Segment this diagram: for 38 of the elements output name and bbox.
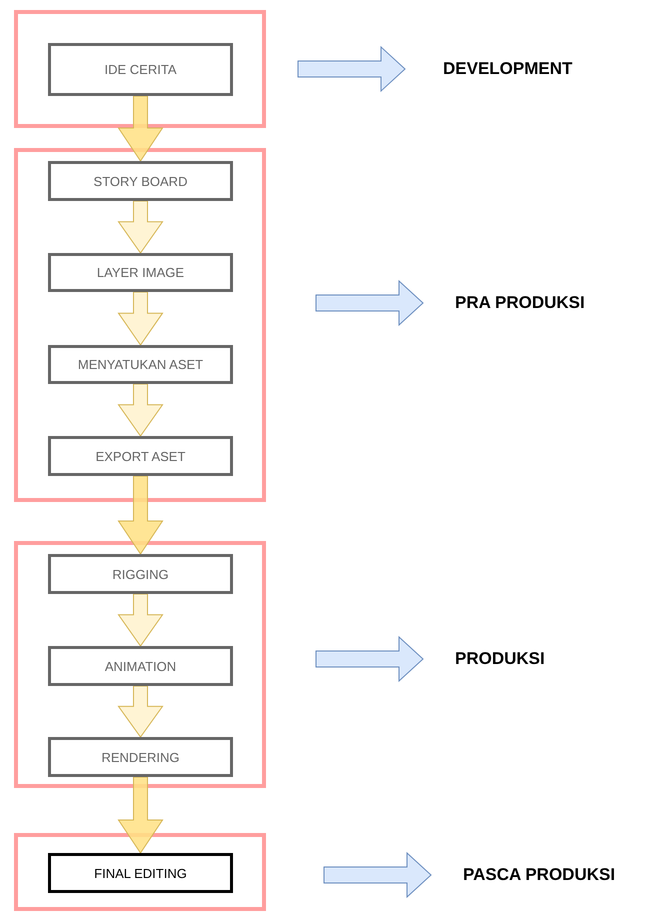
block-arrow (316, 280, 424, 326)
phase-frame (14, 148, 266, 502)
step-label: STORY BOARD (94, 174, 188, 188)
block-arrow (316, 636, 424, 682)
block-arrow (118, 384, 164, 437)
block-arrow (118, 686, 164, 738)
process-box (48, 436, 233, 476)
step-label: RIGGING (112, 566, 169, 582)
process-box (48, 161, 233, 201)
step-label: FINAL EDITING (94, 866, 187, 880)
process-box (48, 43, 233, 96)
process-box (48, 737, 233, 777)
step-label: EXPORT ASET (96, 448, 186, 464)
block-arrow (118, 292, 164, 346)
process-box (48, 253, 233, 292)
step-label: IDE CERITA (104, 62, 176, 77)
block-arrow (118, 476, 164, 555)
process-box (48, 853, 233, 893)
phase-title: PRODUKSI (455, 649, 545, 669)
step-label: MENYATUKAN ASET (78, 357, 204, 372)
block-arrow (118, 776, 164, 854)
phase-frame (14, 833, 266, 911)
block-arrow (324, 852, 432, 898)
phase-title: PRA PRODUKSI (455, 293, 585, 313)
block-arrow (118, 200, 164, 254)
phase-frame (14, 10, 266, 128)
step-label: RENDERING (101, 750, 180, 764)
block-arrow (118, 594, 164, 647)
block-arrow (118, 96, 164, 162)
process-box (48, 554, 233, 594)
block-arrow (298, 46, 406, 92)
phase-title: PASCA PRODUKSI (463, 865, 616, 885)
phase-title: DEVELOPMENT (443, 59, 572, 79)
process-box (48, 345, 233, 384)
phase-frame (14, 541, 266, 788)
step-label: ANIMATION (104, 658, 176, 674)
process-box (48, 646, 233, 686)
step-label: LAYER IMAGE (96, 265, 184, 280)
